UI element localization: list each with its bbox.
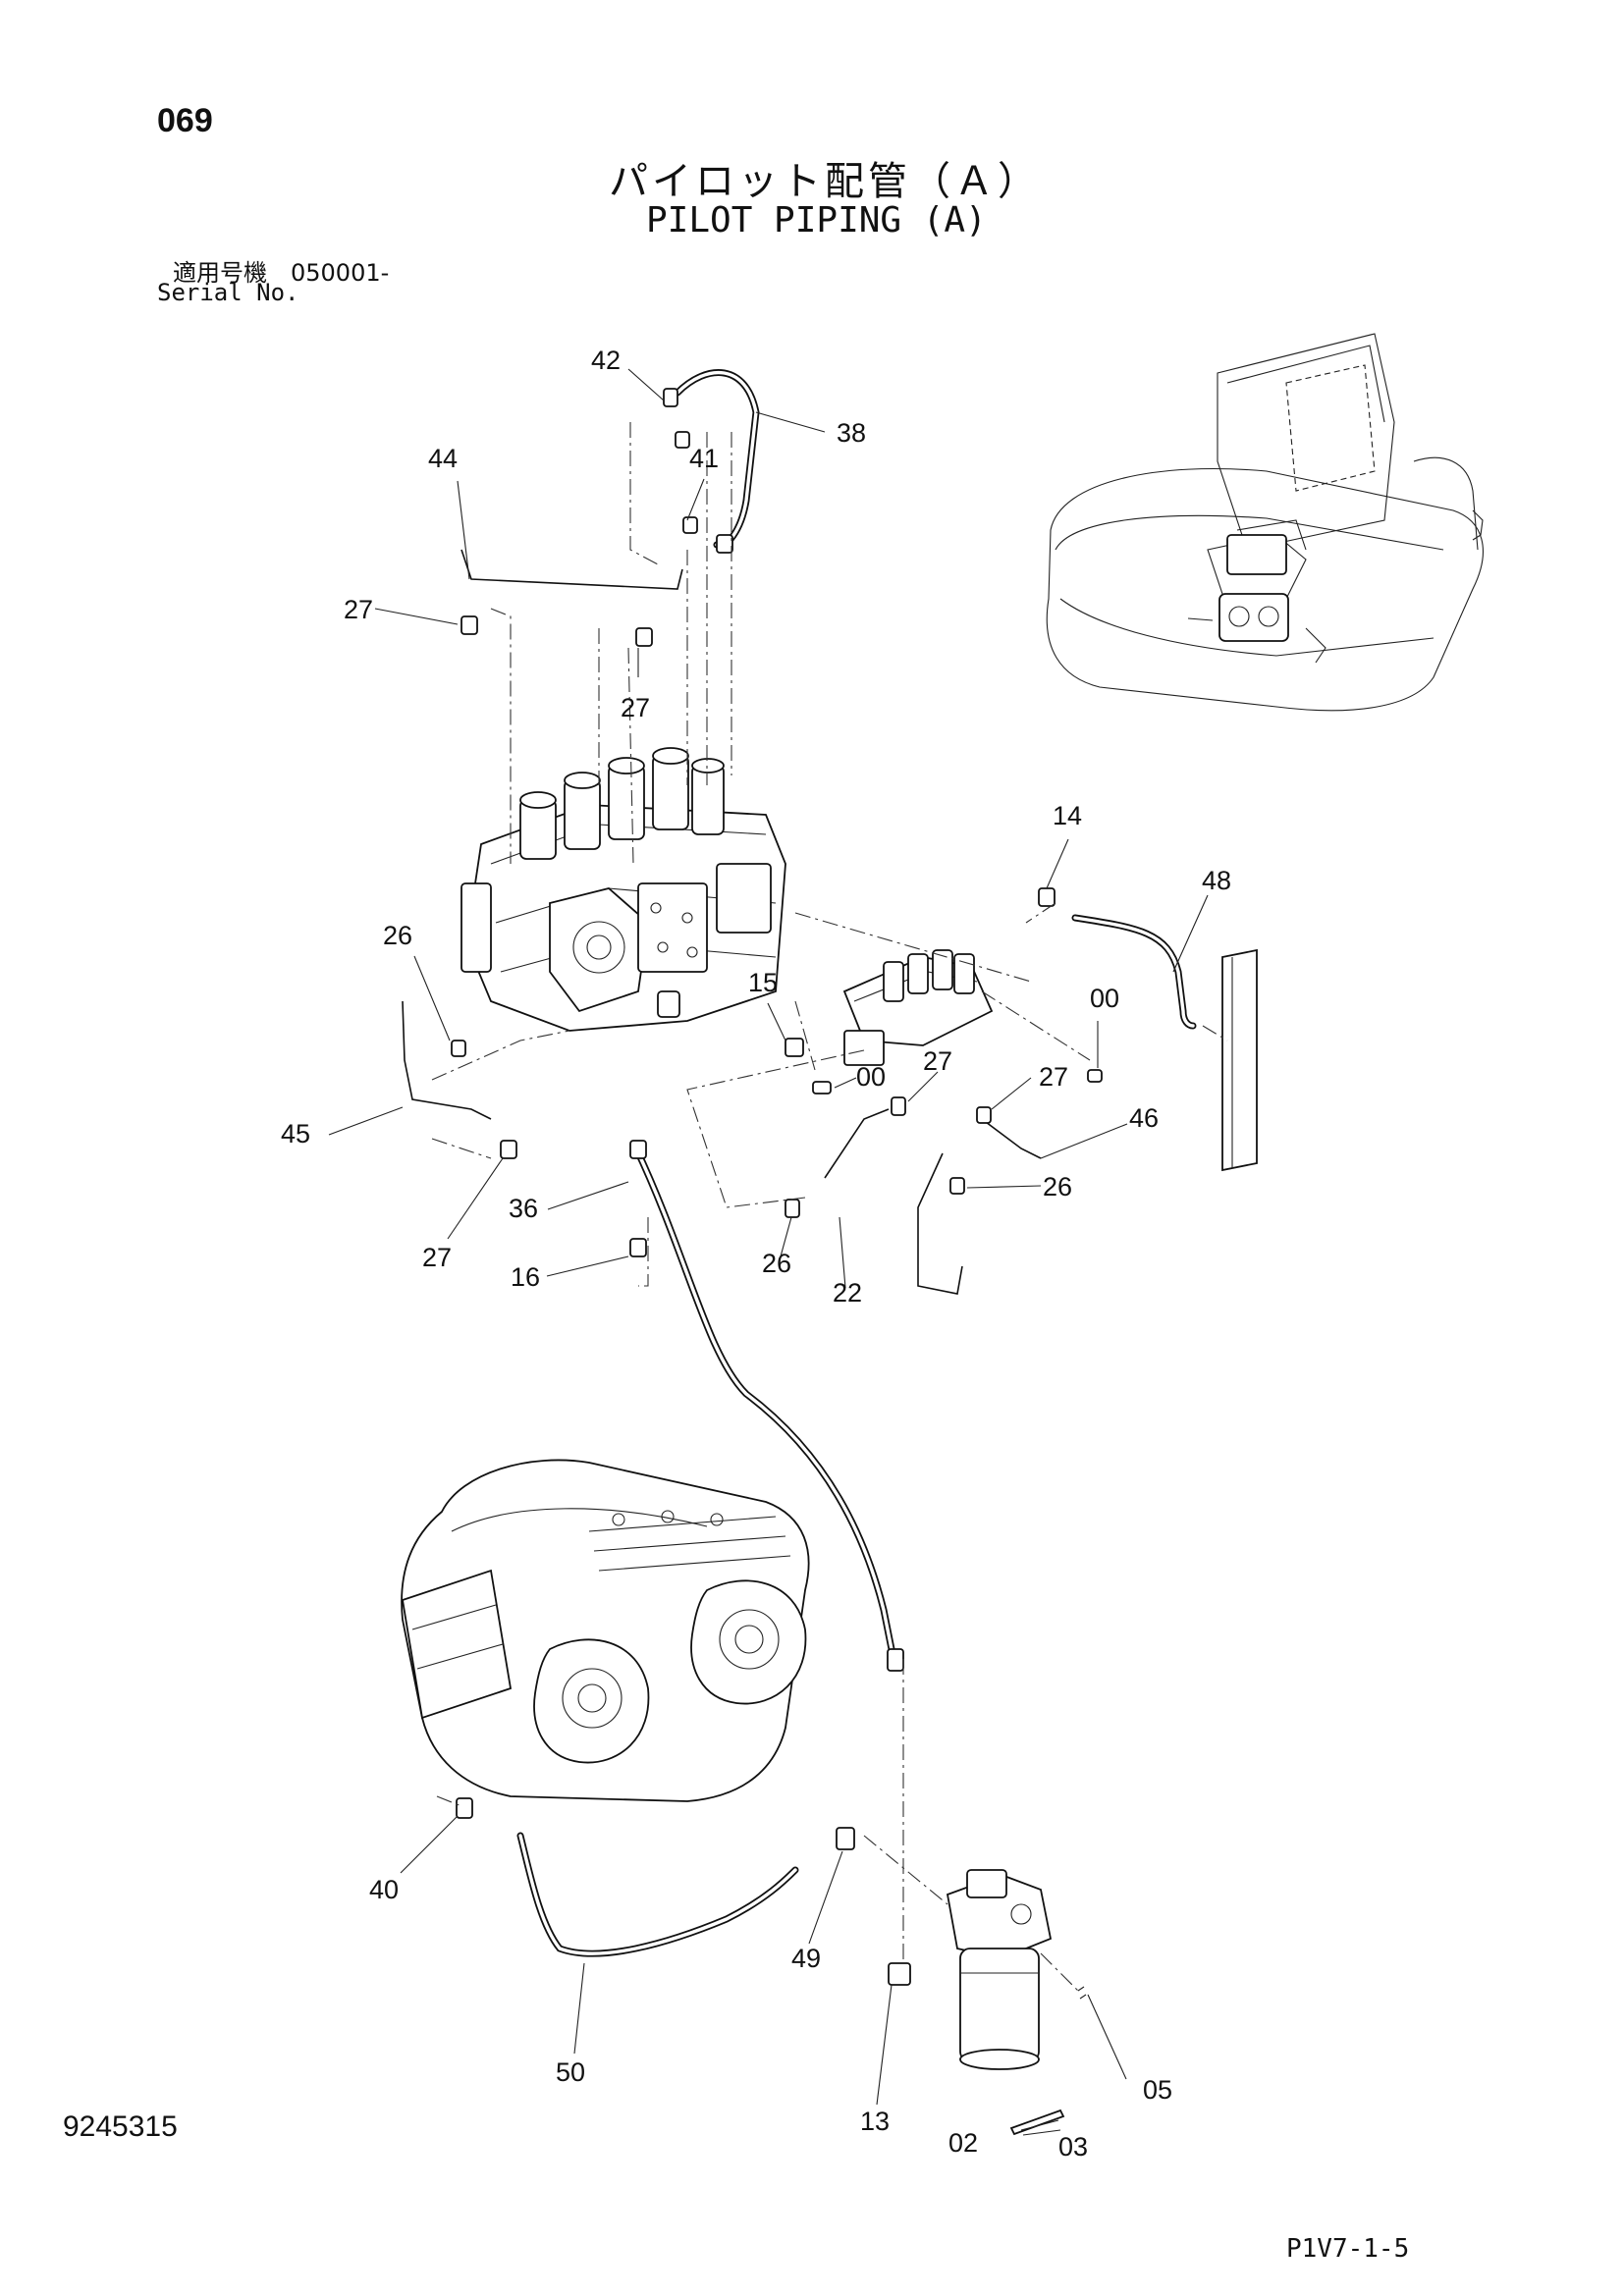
callout-36: 36: [509, 1194, 538, 1223]
hydraulic-pump-drawing: [401, 1459, 810, 1802]
callout-26-center: 26: [762, 1249, 791, 1278]
callout-27-upper-left: 27: [344, 595, 373, 624]
control-valve-drawing: [460, 747, 786, 1032]
callout-14: 14: [1053, 801, 1082, 830]
callout-13: 13: [860, 2107, 890, 2136]
callout-16: 16: [511, 1262, 540, 1292]
title-japanese: パイロット配管（Ａ）: [609, 159, 1041, 204]
callout-44: 44: [428, 444, 458, 473]
callout-15: 15: [748, 968, 778, 997]
hoses-and-pipes: [402, 369, 1197, 1957]
callout-46: 46: [1129, 1103, 1159, 1133]
bracket-plate-drawing: [1221, 948, 1258, 1172]
callout-03: 03: [1058, 2132, 1088, 2162]
alignment-lines: [431, 422, 1228, 1994]
callout-26-right: 26: [1043, 1172, 1072, 1201]
callout-45: 45: [281, 1119, 310, 1148]
pilot-filter-drawing: [946, 1869, 1087, 2136]
callout-40: 40: [369, 1875, 399, 1904]
callout-38: 38: [837, 418, 866, 448]
callout-27-upper-center: 27: [621, 693, 650, 722]
callout-27-center: 27: [923, 1046, 952, 1076]
pilot-valve-drawing: [842, 949, 994, 1066]
fittings: [451, 388, 1103, 1986]
page-code: P1V7-1-5: [1286, 2234, 1410, 2264]
leader-lines: [328, 368, 1209, 2136]
callout-26-left: 26: [383, 921, 412, 950]
callout-22: 22: [833, 1278, 862, 1308]
machine-overview-drawing: [1046, 333, 1484, 712]
callout-27-right: 27: [1039, 1062, 1068, 1092]
callout-00-center: 00: [856, 1062, 886, 1092]
callout-02: 02: [948, 2128, 978, 2158]
callout-05: 05: [1143, 2075, 1172, 2105]
callout-27-lower-left: 27: [422, 1243, 452, 1272]
callout-49: 49: [791, 1944, 821, 1973]
callout-42: 42: [591, 346, 621, 375]
callout-41: 41: [689, 444, 719, 473]
serial-label-japanese: 適用号機 050001-: [173, 259, 390, 287]
callout-numbers: 42 38 44 41 27 27 14 48 26 15 00 00 27 2…: [281, 346, 1231, 2162]
title-english: PILOT PIPING (A): [646, 200, 987, 240]
document-number: 9245315: [63, 2110, 178, 2143]
page-number: 069: [157, 102, 213, 139]
callout-50: 50: [556, 2057, 585, 2087]
callout-00-right: 00: [1090, 984, 1119, 1013]
callout-48: 48: [1202, 866, 1231, 895]
serial-label-english: Serial No.: [157, 279, 299, 306]
